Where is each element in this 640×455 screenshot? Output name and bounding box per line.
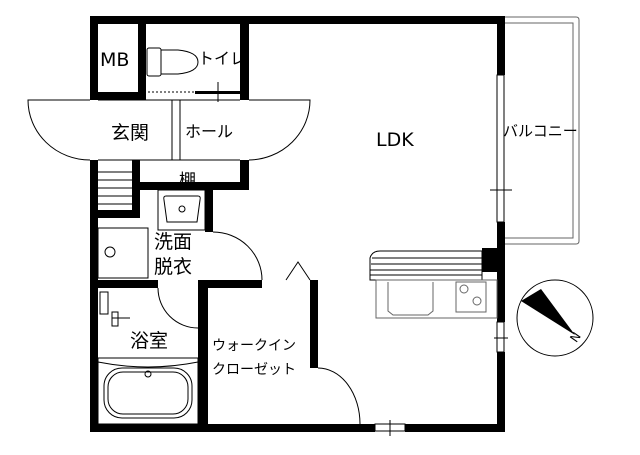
wash-basin [157, 189, 206, 231]
room-label-closet-2: クローゼット [212, 362, 296, 378]
room-label-washroom-2: 脱衣 [154, 256, 192, 278]
room-label-balcony: バルコニー [503, 122, 578, 140]
interior-lines [90, 82, 240, 228]
room-label-hall: ホール [185, 122, 233, 141]
room-label-toilet: トイレ [198, 49, 246, 68]
room-label-bathroom: 浴室 [130, 330, 168, 352]
room-label-ldk: LDK [376, 129, 414, 151]
balcony [505, 16, 580, 245]
washer-pan [97, 227, 149, 279]
room-label-shelf: 棚 [179, 171, 196, 191]
room-label-mb: MB [100, 49, 129, 71]
room-label-entrance: 玄関 [111, 122, 149, 144]
compass-icon: N [516, 279, 594, 357]
doors [27, 99, 361, 425]
kitchen-counter [369, 250, 498, 319]
room-label-closet-1: ウォークイン [212, 338, 296, 354]
bathtub [97, 291, 199, 425]
windows [374, 74, 512, 436]
room-labels: MB トイレ 玄関 ホール 棚 洗面 脱衣 浴室 ウォークイン クローゼット L… [100, 49, 578, 378]
compass-north-label: N [567, 330, 584, 345]
walls [90, 16, 505, 432]
toilet-fixture [146, 47, 199, 77]
room-label-washroom-1: 洗面 [154, 231, 192, 253]
stairs [90, 171, 140, 228]
